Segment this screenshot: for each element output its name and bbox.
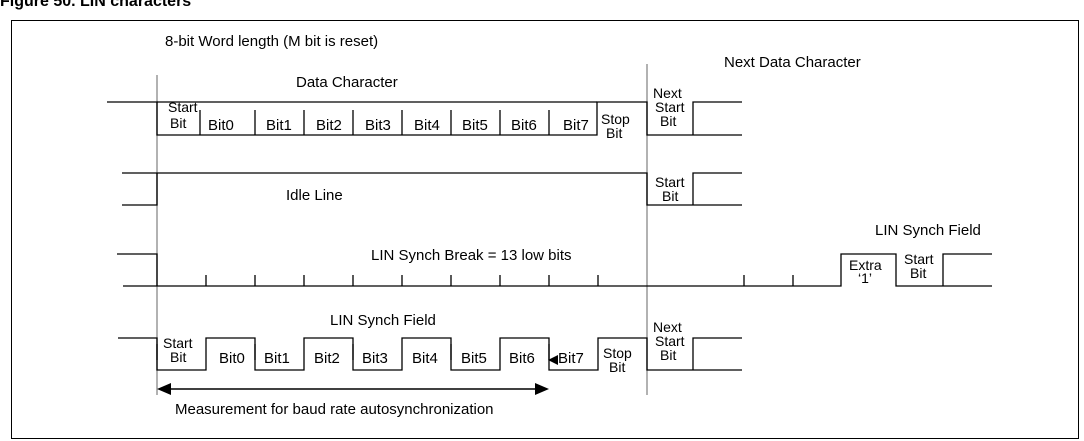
extra-one-label: Extra	[849, 257, 882, 273]
synch-break-title: LIN Synch Break = 13 low bits	[371, 247, 572, 264]
bit-label: Bit6	[511, 117, 537, 134]
bit-label: Bit1	[264, 350, 290, 367]
synch-field-label: LIN Synch Field	[875, 222, 981, 239]
next-data-character-label: Next Data Character	[724, 54, 861, 71]
row-lin-synch-break: LIN Synch Break = 13 low bits LIN Synch …	[117, 222, 992, 287]
idle-line-waveform	[122, 172, 742, 206]
row-idle-line: Idle Line Start Bit	[122, 172, 742, 206]
figure-title: Figure 50. LIN characters	[0, 0, 192, 10]
bit-label: Bit7	[563, 117, 589, 134]
stop-bit-label: Bit	[609, 359, 625, 375]
header-label: 8-bit Word length (M bit is reset)	[165, 33, 378, 50]
next-start-bit-label: Next	[653, 319, 682, 335]
stop-bit-label: Bit	[606, 125, 622, 141]
idle-line-title: Idle Line	[286, 187, 343, 204]
start-bit-label: Start	[163, 335, 193, 351]
arrowhead-right	[535, 383, 549, 395]
measurement-label: Measurement for baud rate autosynchroniz…	[175, 401, 494, 418]
bit-label: Bit2	[314, 350, 340, 367]
bit-label: Bit4	[414, 117, 440, 134]
bit-label: Bit2	[316, 117, 342, 134]
bit-dividers	[157, 101, 597, 135]
row-lin-synch-field: LIN Synch Field Start Bit Bit0 Bit1 Bit2…	[118, 312, 742, 375]
bit-label: Bit0	[219, 350, 245, 367]
start-bit-label: Bit	[910, 265, 926, 281]
start-bit-label: Start	[655, 174, 685, 190]
extra-one-label: ‘1’	[858, 270, 872, 286]
next-start-bit-label: Bit	[660, 347, 676, 363]
synch-field-title: LIN Synch Field	[330, 312, 436, 329]
bit-label: Bit5	[462, 117, 488, 134]
arrowhead-left	[157, 383, 171, 395]
start-bit-label: Bit	[662, 188, 678, 204]
bit-label: Bit7	[558, 350, 584, 367]
bit-label: Bit3	[365, 117, 391, 134]
stop-bit-label: Stop	[603, 345, 632, 361]
measurement-arrow	[157, 383, 549, 395]
next-start-bit-label: Next	[653, 85, 682, 101]
bit-label: Bit3	[362, 350, 388, 367]
stop-bit-label: Stop	[601, 111, 630, 127]
bit-label: Bit5	[461, 350, 487, 367]
bit-label: Bit6	[509, 350, 535, 367]
next-start-bit-label: Start	[655, 99, 685, 115]
bit-label: Bit4	[412, 350, 438, 367]
falling-edge-arrows	[156, 344, 549, 360]
next-start-bit-label: Bit	[660, 113, 676, 129]
start-bit-label: Start	[168, 99, 198, 115]
figure-frame	[11, 20, 1079, 439]
bit-label: Bit0	[208, 117, 234, 134]
next-start-bit-label: Start	[655, 333, 685, 349]
synch-field-waveform	[118, 337, 742, 371]
start-bit-label: Bit	[170, 349, 186, 365]
synch-break-ticks	[205, 275, 794, 286]
start-bit-label: Bit	[170, 115, 186, 131]
row-data-character: Data Character Start Bit Bit0 Bit1 Bit2 …	[107, 74, 742, 141]
start-bit-label: Start	[904, 251, 934, 267]
data-character-title: Data Character	[296, 74, 398, 91]
data-character-waveform	[107, 101, 742, 136]
synch-break-waveform	[117, 253, 992, 287]
bit-label: Bit1	[266, 117, 292, 134]
